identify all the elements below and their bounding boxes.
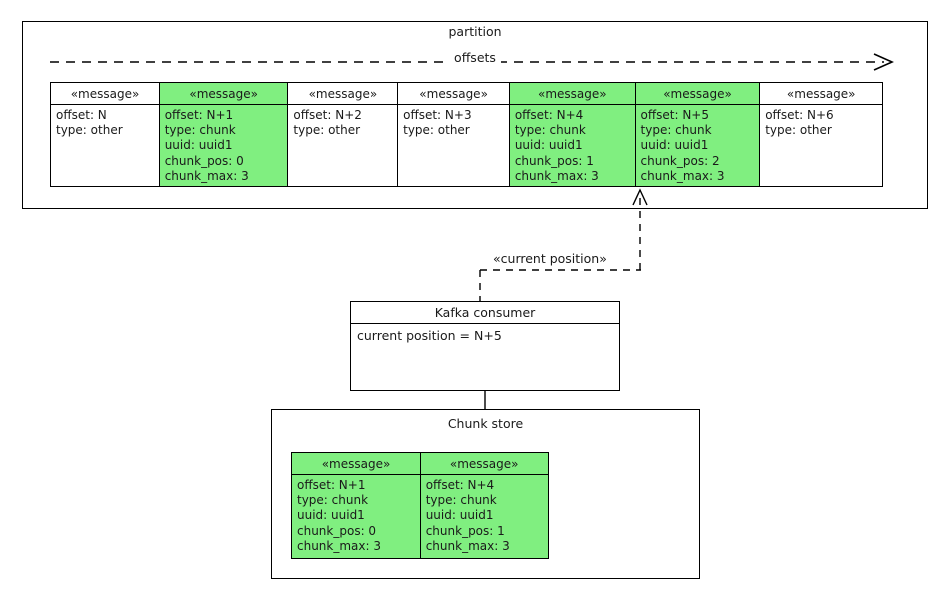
message-stereotype: «message» [760,83,883,105]
message-line: chunk_pos: 1 [514,153,594,168]
message-line: chunk_pos: 2 [640,153,720,168]
message-stereotype: «message» [159,83,288,105]
partition-message-2[interactable]: «message» offset: N+2 type: other [287,82,399,187]
message-stereotype: «message» [509,83,635,105]
message-line: type: chunk [425,493,497,508]
message-body: offset: N+1 type: chunk uuid: uuid1 chun… [160,105,288,186]
message-stereotype: «message» [51,83,159,105]
message-line: offset: N+4 [425,478,495,492]
message-body: offset: N+4 type: chunk uuid: uuid1 chun… [510,105,635,186]
message-line: chunk_max: 3 [297,538,381,553]
chunk-store-message-0[interactable]: «message» offset: N+1 type: chunk uuid: … [291,452,421,559]
message-stereotype: «message» [420,453,548,475]
partition-message-0[interactable]: «message» offset: N type: other [50,82,160,187]
partition-title: partition [448,24,502,39]
offsets-axis-label-text: offsets [449,50,501,65]
message-stereotype: «message» [288,83,398,105]
message-line: type: other [765,123,832,138]
message-line: offset: N+1 [164,108,234,122]
chunk-store-message-strip: «message» offset: N+1 type: chunk uuid: … [291,452,549,559]
partition-frame [22,21,928,209]
message-line: chunk_max: 3 [164,168,249,183]
message-line: chunk_max: 3 [514,168,599,183]
message-body: offset: N+6 type: other [760,105,882,186]
message-line: uuid: uuid1 [297,508,365,523]
message-line: chunk_max: 3 [640,168,725,183]
message-line: offset: N+4 [514,108,584,122]
message-line: chunk_pos: 0 [164,153,244,168]
message-stereotype: «message» [292,453,420,475]
current-position-label: «current position» [490,252,610,266]
message-stereotype: «message» [398,83,510,105]
kafka-consumer-title: Kafka consumer [351,302,619,324]
message-body: offset: N+3 type: other [398,105,509,186]
partition-message-strip: «message» offset: N type: other «message… [50,82,884,187]
message-line: type: other [56,123,123,138]
chunk-store-frame[interactable]: Chunk store «message» offset: N+1 type: … [271,409,700,579]
message-line: offset: N+2 [293,108,362,122]
message-line: chunk_pos: 1 [425,523,505,538]
message-body: offset: N+2 type: other [288,105,397,186]
message-line: uuid: uuid1 [425,508,494,523]
message-line: uuid: uuid1 [640,138,709,153]
partition-message-4[interactable]: «message» offset: N+4 type: chunk uuid: … [508,82,636,187]
message-line: chunk_max: 3 [425,538,510,553]
message-line: offset: N+1 [297,478,366,492]
message-line: uuid: uuid1 [514,138,583,153]
partition-message-3[interactable]: «message» offset: N+3 type: other [397,82,511,187]
chunk-store-message-1[interactable]: «message» offset: N+4 type: chunk uuid: … [419,452,549,559]
message-line: offset: N [56,108,107,122]
message-line: chunk_pos: 0 [297,523,377,538]
kafka-consumer-box[interactable]: Kafka consumer current position = N+5 [350,301,620,391]
message-body: offset: N+4 type: chunk uuid: uuid1 chun… [421,475,548,558]
message-body: offset: N type: other [51,105,159,186]
partition-message-5[interactable]: «message» offset: N+5 type: chunk uuid: … [634,82,761,187]
message-body: offset: N+5 type: chunk uuid: uuid1 chun… [636,105,760,186]
message-body: offset: N+1 type: chunk uuid: uuid1 chun… [292,475,420,558]
message-line: type: other [293,123,361,138]
message-line: uuid: uuid1 [164,138,233,153]
message-line: type: chunk [514,123,586,138]
message-line: offset: N+6 [765,108,834,122]
offsets-axis-label: offsets [22,50,928,65]
message-line: type: other [403,123,470,138]
message-line: type: chunk [640,123,712,138]
message-line: offset: N+3 [403,108,472,122]
message-line: type: chunk [297,493,369,508]
chunk-store-title: Chunk store [447,416,524,431]
kafka-consumer-attribute: current position = N+5 [357,328,502,343]
partition-message-1[interactable]: «message» offset: N+1 type: chunk uuid: … [158,82,289,187]
partition-message-6[interactable]: «message» offset: N+6 type: other [759,82,884,187]
message-line: type: chunk [164,123,236,138]
message-stereotype: «message» [635,83,760,105]
message-line: offset: N+5 [640,108,709,122]
